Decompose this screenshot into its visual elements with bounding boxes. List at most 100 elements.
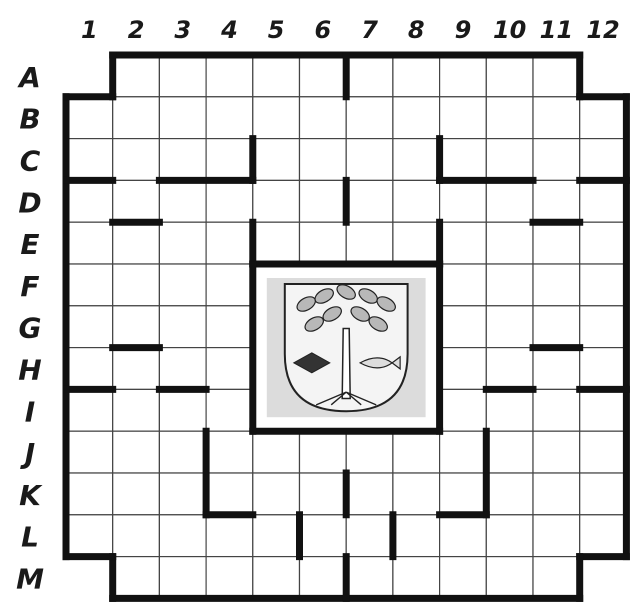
grid-cell-K9[interactable]	[440, 473, 487, 515]
grid-cell-D5[interactable]	[253, 180, 300, 222]
grid-cell-E8[interactable]	[393, 222, 440, 264]
grid-cell-I2[interactable]	[113, 389, 160, 431]
grid-cell-A6[interactable]	[300, 55, 347, 97]
grid-cell-E10[interactable]	[486, 222, 533, 264]
grid-cell-H3[interactable]	[159, 348, 206, 390]
grid-cell-E9[interactable]	[440, 222, 487, 264]
grid-cell-I11[interactable]	[533, 389, 580, 431]
grid-cell-D7[interactable]	[346, 180, 393, 222]
grid-cell-K4[interactable]	[206, 473, 253, 515]
grid-cell-M11[interactable]	[533, 557, 580, 599]
grid-cell-B7[interactable]	[346, 97, 393, 139]
grid-cell-C11[interactable]	[533, 139, 580, 181]
grid-cell-J2[interactable]	[113, 431, 160, 473]
grid-cell-F4[interactable]	[206, 264, 253, 306]
grid-cell-I9[interactable]	[440, 389, 487, 431]
grid-cell-G12[interactable]	[580, 306, 627, 348]
grid-cell-D6[interactable]	[300, 180, 347, 222]
grid-cell-L9[interactable]	[440, 515, 487, 557]
grid-cell-K2[interactable]	[113, 473, 160, 515]
grid-cell-F9[interactable]	[440, 264, 487, 306]
grid-cell-B5[interactable]	[253, 97, 300, 139]
grid-cell-L7[interactable]	[346, 515, 393, 557]
grid-cell-A11[interactable]	[533, 55, 580, 97]
grid-cell-F10[interactable]	[486, 264, 533, 306]
grid-cell-J12[interactable]	[580, 431, 627, 473]
grid-cell-H10[interactable]	[486, 348, 533, 390]
grid-cell-B11[interactable]	[533, 97, 580, 139]
grid-cell-L3[interactable]	[159, 515, 206, 557]
grid-cell-K12[interactable]	[580, 473, 627, 515]
grid-cell-B6[interactable]	[300, 97, 347, 139]
grid-cell-D4[interactable]	[206, 180, 253, 222]
grid-cell-B8[interactable]	[393, 97, 440, 139]
grid-cell-C2[interactable]	[113, 139, 160, 181]
grid-cell-G4[interactable]	[206, 306, 253, 348]
grid-cell-I12[interactable]	[580, 389, 627, 431]
grid-cell-C3[interactable]	[159, 139, 206, 181]
grid-cell-J5[interactable]	[253, 431, 300, 473]
grid-cell-D8[interactable]	[393, 180, 440, 222]
grid-cell-K5[interactable]	[253, 473, 300, 515]
grid-cell-L2[interactable]	[113, 515, 160, 557]
grid-cell-H9[interactable]	[440, 348, 487, 390]
grid-cell-E2[interactable]	[113, 222, 160, 264]
grid-cell-G2[interactable]	[113, 306, 160, 348]
grid-cell-L11[interactable]	[533, 515, 580, 557]
grid-cell-L10[interactable]	[486, 515, 533, 557]
grid-cell-M2[interactable]	[113, 557, 160, 599]
grid-cell-A9[interactable]	[440, 55, 487, 97]
grid-cell-H12[interactable]	[580, 348, 627, 390]
grid-cell-B10[interactable]	[486, 97, 533, 139]
grid-cell-M6[interactable]	[300, 557, 347, 599]
grid-cell-B3[interactable]	[159, 97, 206, 139]
grid-cell-B2[interactable]	[113, 97, 160, 139]
grid-cell-M7[interactable]	[346, 557, 393, 599]
grid-cell-A3[interactable]	[159, 55, 206, 97]
grid-cell-C12[interactable]	[580, 139, 627, 181]
grid-cell-M9[interactable]	[440, 557, 487, 599]
grid-cell-E3[interactable]	[159, 222, 206, 264]
grid-cell-C8[interactable]	[393, 139, 440, 181]
grid-cell-A4[interactable]	[206, 55, 253, 97]
grid-cell-K11[interactable]	[533, 473, 580, 515]
grid-cell-M5[interactable]	[253, 557, 300, 599]
grid-cell-D10[interactable]	[486, 180, 533, 222]
grid-cell-L6[interactable]	[300, 515, 347, 557]
grid-cell-M8[interactable]	[393, 557, 440, 599]
grid-cell-M4[interactable]	[206, 557, 253, 599]
grid-cell-A2[interactable]	[113, 55, 160, 97]
grid-cell-B1[interactable]	[66, 97, 113, 139]
grid-cell-G3[interactable]	[159, 306, 206, 348]
grid-cell-A8[interactable]	[393, 55, 440, 97]
grid-cell-J7[interactable]	[346, 431, 393, 473]
grid-cell-F3[interactable]	[159, 264, 206, 306]
grid-cell-I1[interactable]	[66, 389, 113, 431]
grid-cell-D11[interactable]	[533, 180, 580, 222]
grid-cell-C9[interactable]	[440, 139, 487, 181]
grid-cell-E11[interactable]	[533, 222, 580, 264]
grid-cell-F11[interactable]	[533, 264, 580, 306]
grid-cell-J3[interactable]	[159, 431, 206, 473]
grid-cell-K10[interactable]	[486, 473, 533, 515]
grid-cell-E12[interactable]	[580, 222, 627, 264]
grid-cell-A5[interactable]	[253, 55, 300, 97]
grid-cell-G11[interactable]	[533, 306, 580, 348]
grid-cell-D12[interactable]	[580, 180, 627, 222]
grid-cell-M10[interactable]	[486, 557, 533, 599]
grid-cell-J8[interactable]	[393, 431, 440, 473]
grid-cell-H1[interactable]	[66, 348, 113, 390]
grid-cell-L1[interactable]	[66, 515, 113, 557]
grid-cell-G10[interactable]	[486, 306, 533, 348]
grid-cell-C7[interactable]	[346, 139, 393, 181]
grid-cell-E7[interactable]	[346, 222, 393, 264]
grid-cell-D3[interactable]	[159, 180, 206, 222]
grid-cell-C5[interactable]	[253, 139, 300, 181]
grid-cell-J1[interactable]	[66, 431, 113, 473]
grid-cell-E4[interactable]	[206, 222, 253, 264]
grid-cell-B4[interactable]	[206, 97, 253, 139]
grid-cell-J10[interactable]	[486, 431, 533, 473]
grid-cell-K7[interactable]	[346, 473, 393, 515]
grid-cell-B12[interactable]	[580, 97, 627, 139]
grid-cell-E5[interactable]	[253, 222, 300, 264]
